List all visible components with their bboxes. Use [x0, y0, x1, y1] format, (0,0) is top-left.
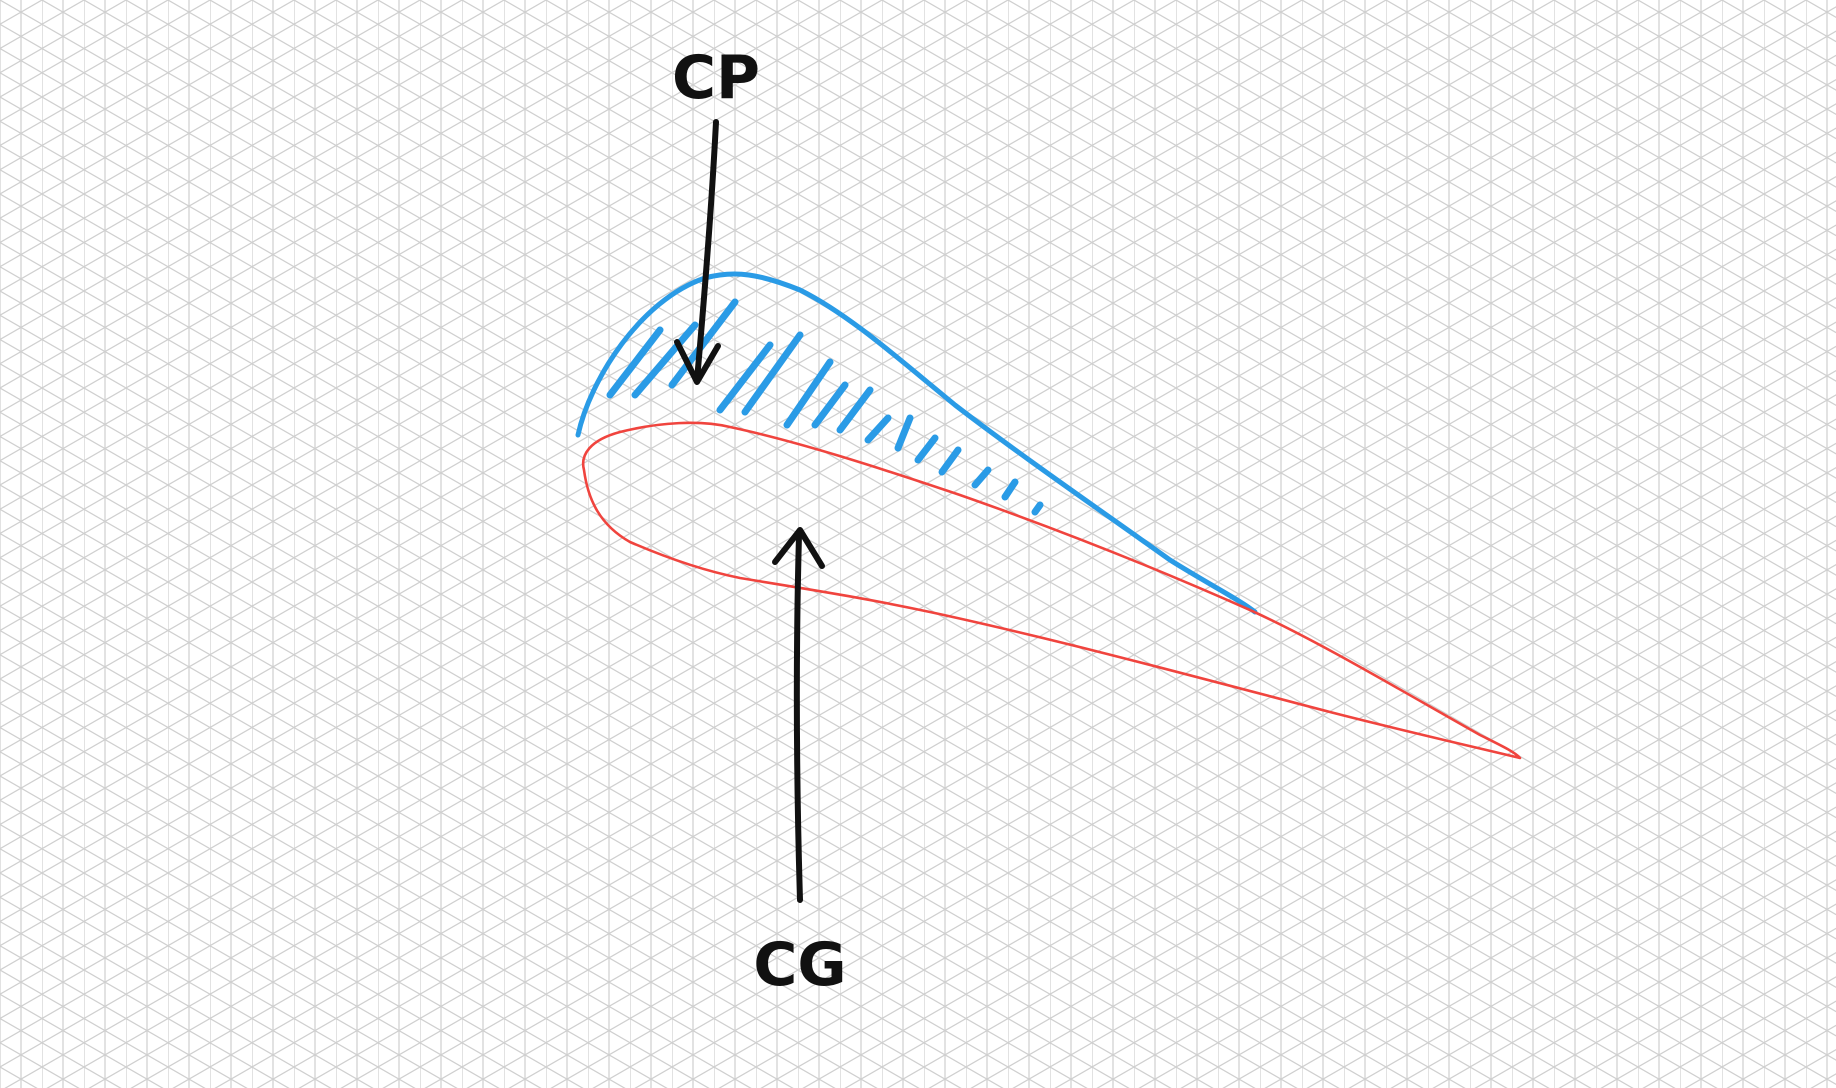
pressure-envelope-curve: [575, 271, 1258, 615]
cg-label: CG: [753, 930, 846, 1000]
airfoil-outline: [581, 421, 1522, 760]
pressure-distribution: [575, 271, 1258, 615]
cg-arrow: [772, 527, 825, 903]
pressure-hatching: [606, 298, 1044, 516]
cp-arrow: [674, 119, 721, 385]
cp-label: CP: [672, 43, 760, 113]
